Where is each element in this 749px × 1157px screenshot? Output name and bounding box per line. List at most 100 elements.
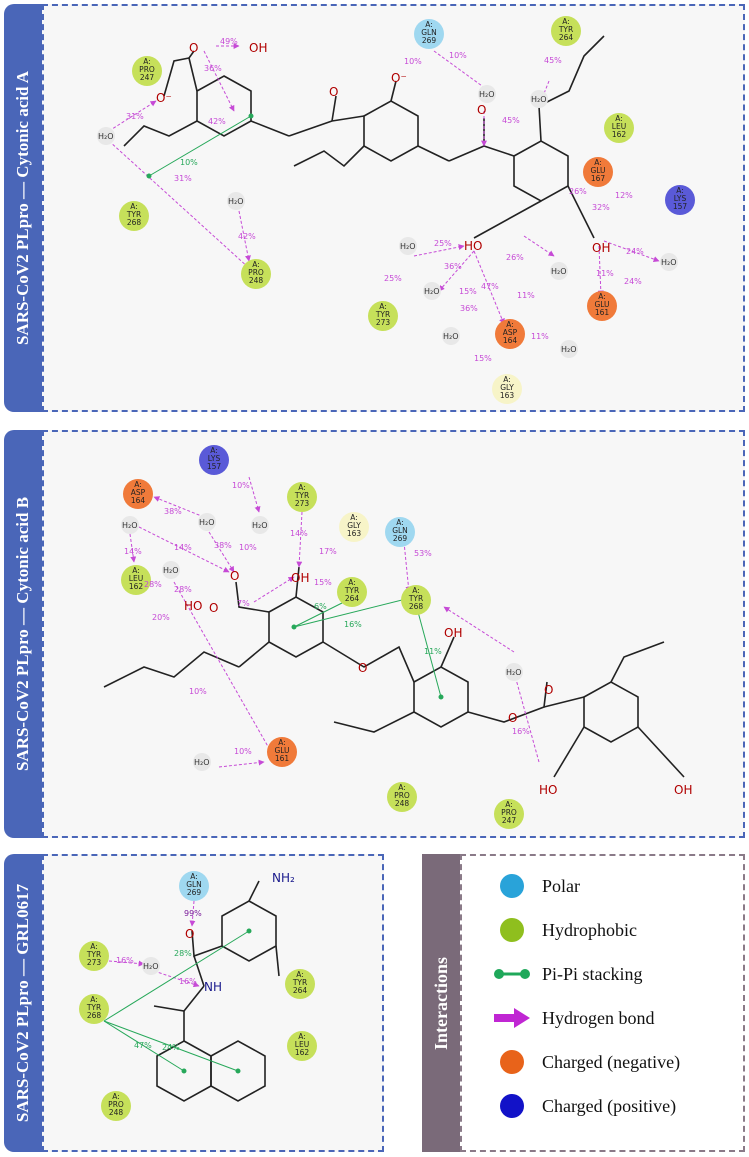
svg-text:TYR: TYR <box>344 586 359 595</box>
svg-text:A:: A: <box>296 970 304 979</box>
svg-text:162: 162 <box>129 582 144 591</box>
svg-text:10%: 10% <box>232 481 250 490</box>
svg-text:H₂O: H₂O <box>252 521 268 530</box>
svg-text:HO: HO <box>464 239 482 253</box>
charged-positive-circle-icon <box>492 1092 532 1120</box>
panel-a-diagram: O OH O⁻ O O⁻ O HO OH H₂O H₂O H₂O H₂O H₂O… <box>97 16 695 404</box>
svg-text:14%: 14% <box>174 543 192 552</box>
svg-text:H₂O: H₂O <box>424 287 440 296</box>
panel-a-pipi <box>146 113 254 179</box>
svg-text:24%: 24% <box>624 277 642 286</box>
panel-a-percentages: 49% 36% 31% 42% 10% 31% 42% 10% 10% 45% … <box>126 37 644 363</box>
svg-text:268: 268 <box>127 218 142 227</box>
panel-a-hbonds <box>108 43 660 325</box>
cytonic-b-skeleton <box>103 566 685 778</box>
svg-text:OH: OH <box>249 41 267 55</box>
svg-text:12%: 12% <box>615 191 633 200</box>
svg-text:A:: A: <box>90 995 98 1004</box>
svg-text:25%: 25% <box>384 274 402 283</box>
svg-text:36%: 36% <box>204 64 222 73</box>
svg-text:O: O <box>544 683 553 697</box>
svg-text:A:: A: <box>298 483 306 492</box>
svg-text:PRO: PRO <box>139 65 155 74</box>
svg-text:164: 164 <box>131 496 146 505</box>
cytonic-a-skeleton <box>123 35 605 239</box>
svg-text:TYR: TYR <box>292 978 307 987</box>
legend-item-charged-negative: Charged (negative) <box>492 1044 680 1080</box>
svg-text:H₂O: H₂O <box>194 758 210 767</box>
svg-text:A:: A: <box>130 202 138 211</box>
svg-text:99%: 99% <box>184 909 202 918</box>
svg-text:26%: 26% <box>569 187 587 196</box>
svg-text:H₂O: H₂O <box>661 258 677 267</box>
svg-text:NH₂: NH₂ <box>272 871 295 885</box>
svg-text:O⁻: O⁻ <box>156 91 172 105</box>
svg-text:163: 163 <box>347 529 362 538</box>
svg-text:GLN: GLN <box>186 880 202 889</box>
svg-text:H₂O: H₂O <box>400 242 416 251</box>
svg-text:PRO: PRO <box>108 1100 124 1109</box>
svg-text:A:: A: <box>379 302 387 311</box>
svg-text:28%: 28% <box>144 580 162 589</box>
svg-text:OH: OH <box>444 626 462 640</box>
svg-text:O: O <box>508 711 517 725</box>
svg-text:264: 264 <box>559 33 574 42</box>
svg-text:LYS: LYS <box>674 194 687 203</box>
legend-label-hydrogen-bond: Hydrogen bond <box>542 1007 655 1028</box>
svg-text:264: 264 <box>293 986 308 995</box>
svg-text:H₂O: H₂O <box>443 332 459 341</box>
svg-text:31%: 31% <box>126 112 144 121</box>
svg-text:15%: 15% <box>474 354 492 363</box>
svg-text:HO: HO <box>184 599 202 613</box>
svg-text:A:: A: <box>425 20 433 29</box>
svg-text:14%: 14% <box>290 529 308 538</box>
svg-text:161: 161 <box>595 308 610 317</box>
svg-text:11%: 11% <box>531 332 549 341</box>
hydrophobic-circle-icon <box>492 916 532 944</box>
svg-text:164: 164 <box>503 336 518 345</box>
svg-text:A:: A: <box>350 513 358 522</box>
svg-text:47%: 47% <box>134 1041 152 1050</box>
svg-text:157: 157 <box>673 202 688 211</box>
svg-text:A:: A: <box>252 260 260 269</box>
svg-text:42%: 42% <box>238 232 256 241</box>
svg-text:TYR: TYR <box>558 25 573 34</box>
svg-text:PRO: PRO <box>501 808 517 817</box>
svg-text:10%: 10% <box>449 51 467 60</box>
legend-side-label: Interactions <box>422 854 460 1152</box>
panel-cytonic-acid-a: SARS-CoV2 PLpro — Cytonic acid A <box>4 4 745 412</box>
svg-text:PRO: PRO <box>248 268 264 277</box>
panel-c-atom-labels: O NH NH₂ <box>185 871 295 994</box>
svg-text:31%: 31% <box>174 174 192 183</box>
svg-text:TYR: TYR <box>86 950 101 959</box>
svg-text:H₂O: H₂O <box>551 267 567 276</box>
svg-text:15%: 15% <box>314 578 332 587</box>
svg-text:GLN: GLN <box>421 28 437 37</box>
svg-text:16%: 16% <box>512 727 530 736</box>
svg-text:45%: 45% <box>502 116 520 125</box>
legend-label-hydrophobic: Hydrophobic <box>542 919 637 940</box>
svg-text:11%: 11% <box>596 269 614 278</box>
svg-text:A:: A: <box>503 375 511 384</box>
svg-text:10%: 10% <box>404 57 422 66</box>
svg-text:A:: A: <box>505 800 513 809</box>
svg-text:A:: A: <box>278 738 286 747</box>
hydrogen-bond-arrow-icon <box>492 1004 532 1032</box>
panel-a-waters: H₂O H₂O H₂O H₂O H₂O H₂O H₂O H₂O H₂O H₂O <box>97 85 678 358</box>
svg-text:GLN: GLN <box>392 526 408 535</box>
